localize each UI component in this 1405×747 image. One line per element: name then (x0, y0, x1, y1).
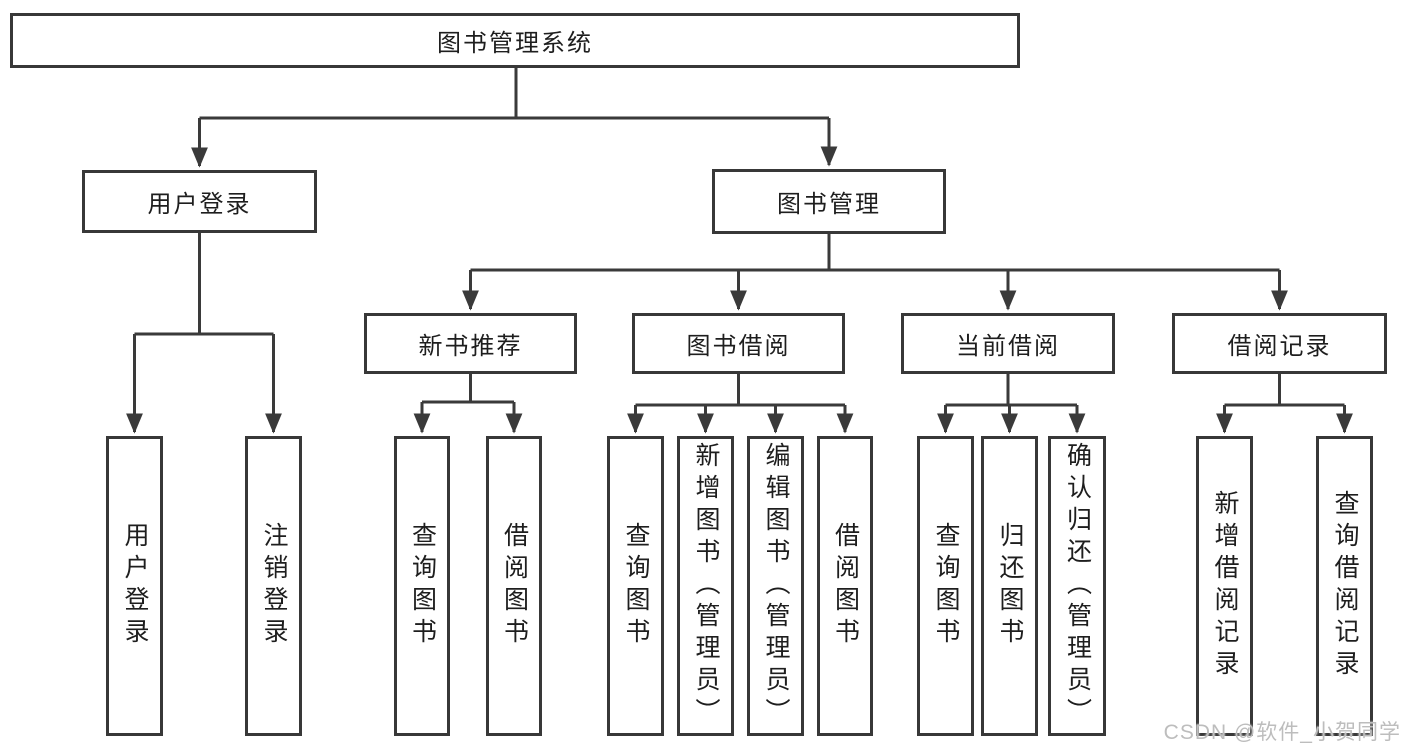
node-user-login-label: 用户登录 (147, 191, 252, 218)
node-book-management: 图书管理 (712, 169, 946, 234)
node-leaf-query-books-borrow-label: 查询图书 (622, 522, 650, 650)
node-leaf-user-login-label: 用户登录 (121, 522, 149, 650)
node-leaf-borrow-books: 借阅图书 (817, 436, 873, 736)
node-leaf-borrow-books-recommend: 借阅图书 (486, 436, 542, 736)
node-leaf-borrow-books-label: 借阅图书 (831, 522, 860, 650)
node-leaf-query-borrow-record-label: 查询借阅记录 (1331, 490, 1359, 682)
node-leaf-add-books-admin-label: 新增图书（管理员） (692, 442, 720, 730)
node-current-borrow-label: 当前借阅 (956, 333, 1060, 360)
node-leaf-query-books-borrow: 查询图书 (607, 436, 664, 736)
node-leaf-logout-label: 注销登录 (260, 522, 288, 650)
watermark: CSDN @软件_小贺同学 (1163, 721, 1401, 744)
node-leaf-query-books-recommend: 查询图书 (394, 436, 450, 736)
node-leaf-borrow-books-recommend-label: 借阅图书 (500, 522, 529, 650)
node-leaf-edit-books-admin-label: 编辑图书（管理员） (762, 442, 790, 730)
node-leaf-return-books-label: 归还图书 (996, 522, 1024, 650)
node-book-borrow: 图书借阅 (632, 313, 845, 374)
node-leaf-add-borrow-record: 新增借阅记录 (1196, 436, 1253, 736)
node-root: 图书管理系统 (10, 13, 1020, 68)
node-leaf-return-books: 归还图书 (981, 436, 1038, 736)
node-leaf-confirm-return-admin: 确认归还（管理员） (1048, 436, 1106, 736)
node-borrow-records-label: 借阅记录 (1227, 333, 1332, 360)
node-leaf-query-books-current: 查询图书 (917, 436, 974, 736)
node-leaf-query-books-recommend-label: 查询图书 (408, 522, 437, 650)
node-user-login: 用户登录 (82, 170, 317, 233)
node-leaf-user-login: 用户登录 (106, 436, 163, 736)
node-leaf-edit-books-admin: 编辑图书（管理员） (747, 436, 804, 736)
node-new-book-recommend: 新书推荐 (364, 313, 577, 374)
node-book-borrow-label: 图书借阅 (686, 333, 791, 360)
node-current-borrow: 当前借阅 (901, 313, 1115, 374)
node-leaf-query-books-current-label: 查询图书 (932, 522, 960, 650)
node-leaf-query-borrow-record: 查询借阅记录 (1316, 436, 1373, 736)
node-new-book-recommend-label: 新书推荐 (418, 333, 523, 360)
node-borrow-records: 借阅记录 (1172, 313, 1387, 374)
node-leaf-logout: 注销登录 (245, 436, 302, 736)
node-root-label: 图书管理系统 (437, 30, 593, 57)
node-leaf-add-books-admin: 新增图书（管理员） (677, 436, 734, 736)
node-book-management-label: 图书管理 (777, 191, 881, 218)
node-leaf-add-borrow-record-label: 新增借阅记录 (1211, 490, 1239, 682)
node-leaf-confirm-return-admin-label: 确认归还（管理员） (1063, 442, 1092, 730)
